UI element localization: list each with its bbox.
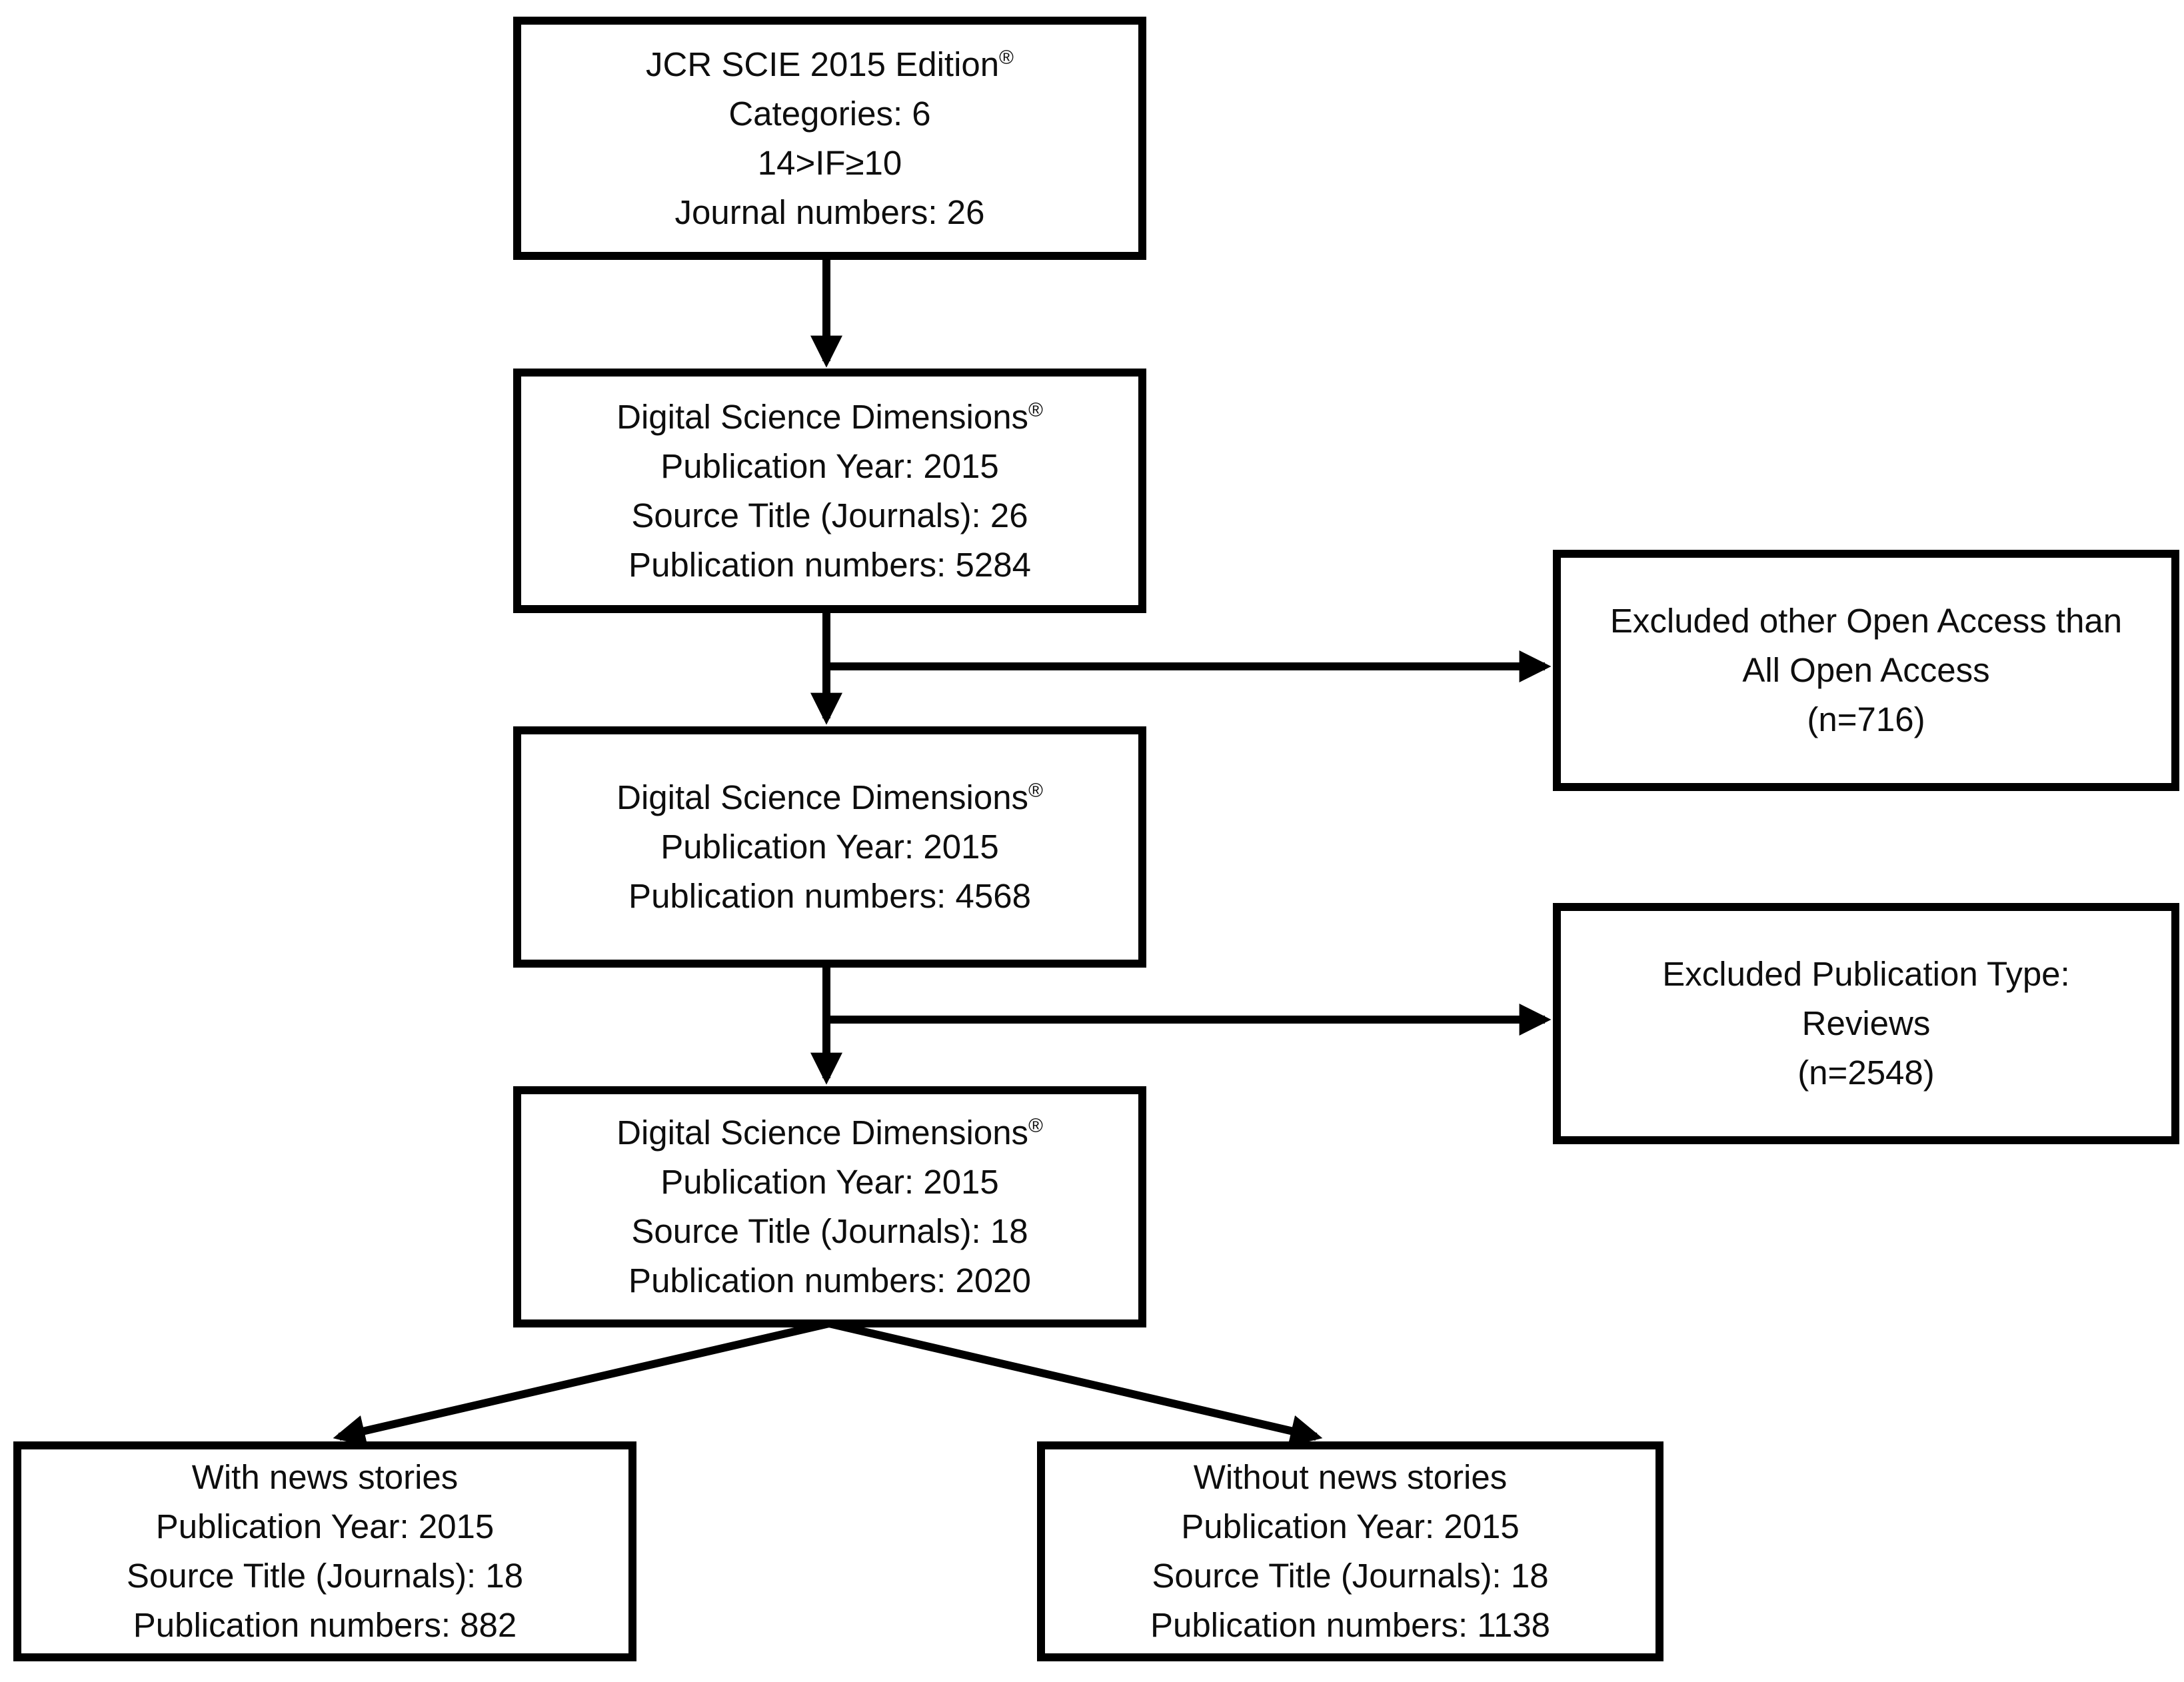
registered-mark: ® [1028,780,1043,802]
box-line: 14>IF≥10 [757,143,902,182]
box-line: Source Title (Journals): 18 [631,1212,1028,1250]
box-line: (n=2548) [1797,1054,1935,1092]
box-line: Without news stories [1193,1458,1508,1496]
box-line: Publication numbers: 4568 [628,877,1031,915]
registered-mark: ® [999,46,1014,69]
flow-box-jcr-scie: JCR SCIE 2015 Edition® Categories: 6 14>… [513,17,1146,260]
box-line: Publication numbers: 2020 [628,1262,1031,1299]
flow-box-dimensions-5284: Digital Science Dimensions® Publication … [513,369,1146,613]
box-line: Excluded Publication Type: [1662,955,2070,993]
box-title-line: JCR SCIE 2015 Edition® [646,40,1014,89]
box-line: Publication Year: 2015 [660,828,999,866]
box-title-text: Digital Science Dimensions [616,397,1029,436]
box-line: Reviews [1801,1004,1931,1042]
box-line: With news stories [191,1458,459,1496]
box-line: Publication Year: 2015 [1181,1507,1520,1545]
box-line: Source Title (Journals): 18 [126,1557,524,1595]
box-line: (n=716) [1807,700,1925,738]
box-title-line: Digital Science Dimensions® [616,393,1043,442]
box-title-text: Digital Science Dimensions [616,778,1029,816]
box-title-text: JCR SCIE 2015 Edition [646,45,1000,83]
flow-box-with-news-stories: With news stories Publication Year: 2015… [13,1441,636,1661]
flow-box-dimensions-4568: Digital Science Dimensions® Publication … [513,726,1146,968]
box-line: Publication numbers: 5284 [628,545,1031,584]
box-line: Source Title (Journals): 26 [631,496,1028,534]
box-line: Excluded other Open Access than [1610,602,2123,640]
box-line: Source Title (Journals): 18 [1152,1557,1549,1595]
box-line: Publication Year: 2015 [660,1163,999,1201]
connector-dim3-to-without-news [828,1319,1323,1447]
registered-mark: ® [1028,399,1043,421]
box-line: Categories: 6 [728,94,931,133]
box-line: Publication Year: 2015 [660,446,999,485]
box-title-line: Digital Science Dimensions® [616,773,1043,822]
box-line: Publication Year: 2015 [155,1507,495,1545]
registered-mark: ® [1028,1115,1043,1137]
box-title-line: Digital Science Dimensions® [616,1108,1043,1158]
box-line: Journal numbers: 26 [674,193,985,231]
box-line: Publication numbers: 1138 [1150,1606,1551,1644]
box-title-text: Digital Science Dimensions [616,1114,1029,1152]
box-line: Publication numbers: 882 [133,1606,517,1644]
connector-dim3-to-with-news [333,1319,830,1447]
flow-box-without-news-stories: Without news stories Publication Year: 2… [1037,1441,1663,1661]
flow-box-excluded-open-access: Excluded other Open Access than All Open… [1553,550,2179,791]
flow-box-dimensions-2020: Digital Science Dimensions® Publication … [513,1086,1146,1327]
box-line: All Open Access [1742,651,1990,689]
flow-box-excluded-reviews: Excluded Publication Type: Reviews (n=25… [1553,903,2179,1144]
